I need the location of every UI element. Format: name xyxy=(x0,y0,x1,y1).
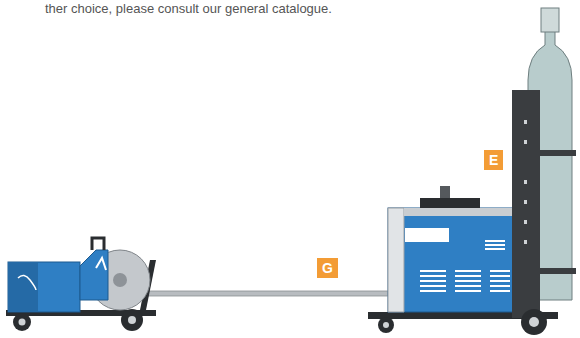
callout-letter: G xyxy=(317,258,338,278)
catalogue-note: ther choice, please consult our general … xyxy=(45,1,332,16)
gas-cylinder xyxy=(512,8,576,335)
callout-letter: E xyxy=(484,150,503,170)
wire-feeder xyxy=(6,238,156,331)
